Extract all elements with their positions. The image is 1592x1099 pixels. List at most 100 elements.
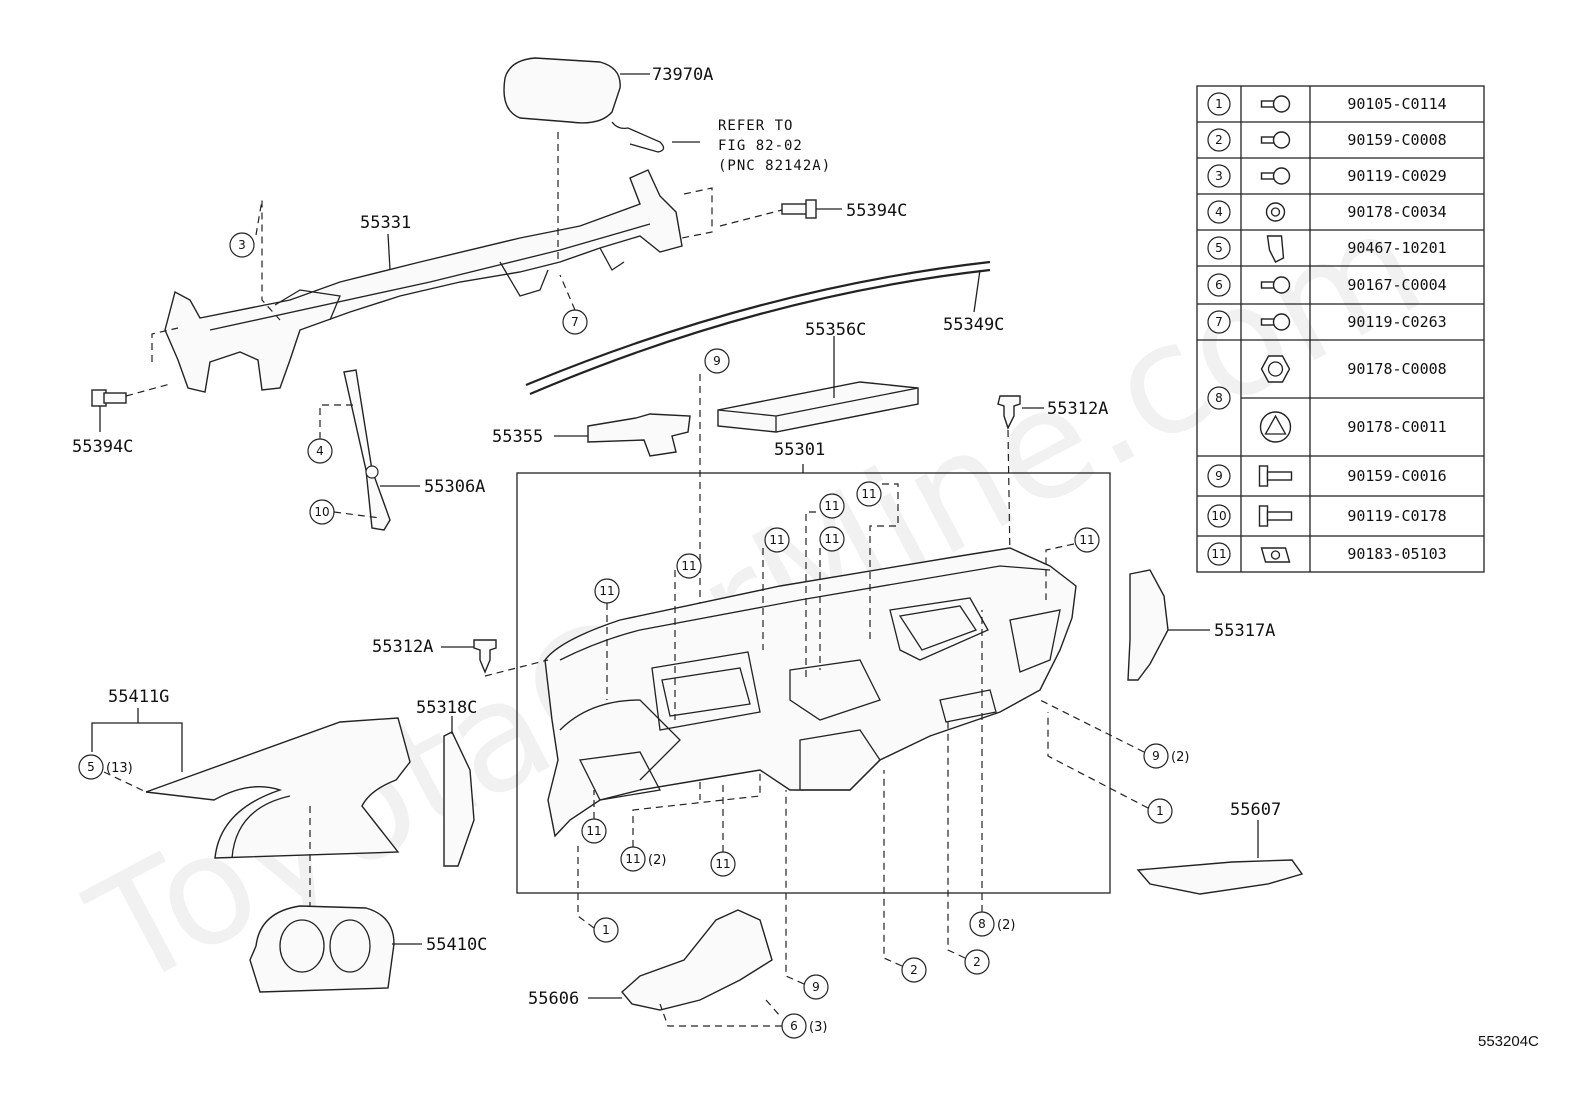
meter-hood-55410C bbox=[249, 905, 395, 993]
fastener-part-number: 90159-C0016 bbox=[1347, 467, 1446, 485]
instrument-panel-reinforcement bbox=[164, 169, 683, 393]
bolt-icon bbox=[1260, 167, 1291, 185]
panel-55607 bbox=[1136, 859, 1304, 895]
qty-6: (3) bbox=[809, 1020, 827, 1035]
svg-text:2: 2 bbox=[973, 955, 981, 969]
fastener-row: 2 90159-C0008 bbox=[1207, 128, 1447, 152]
svg-text:11: 11 bbox=[769, 533, 784, 547]
fastener-number: 6 bbox=[1215, 278, 1223, 292]
fastener-number: 4 bbox=[1215, 205, 1223, 219]
label-55306A: 55306A bbox=[424, 477, 485, 497]
diagram-code: 553204C bbox=[1478, 1033, 1539, 1050]
svg-text:9: 9 bbox=[812, 980, 820, 994]
bolt-side-icon bbox=[1258, 465, 1293, 487]
refer-note-line2: FIG 82-02 bbox=[718, 138, 803, 154]
nut-icon bbox=[1265, 202, 1286, 222]
svg-text:6: 6 bbox=[790, 1019, 798, 1033]
svg-text:9: 9 bbox=[1152, 749, 1160, 763]
fastener-row: 11 90183-05103 bbox=[1207, 542, 1447, 566]
panel-55606 bbox=[621, 909, 773, 1011]
fastener-part-number: 90467-10201 bbox=[1347, 239, 1446, 257]
clip-icon bbox=[1266, 235, 1285, 263]
qty-9: (2) bbox=[1171, 750, 1189, 765]
svg-text:11: 11 bbox=[586, 824, 601, 838]
strip-55349C bbox=[529, 268, 991, 396]
svg-text:11: 11 bbox=[681, 559, 696, 573]
label-55356C: 55356C bbox=[805, 320, 866, 340]
label-55607: 55607 bbox=[1230, 800, 1281, 820]
screw-icon bbox=[1260, 276, 1291, 294]
label-55394C-left: 55394C bbox=[72, 437, 133, 457]
svg-text:11: 11 bbox=[1079, 533, 1094, 547]
fastener-number: 7 bbox=[1215, 315, 1223, 329]
side-cover-55317A bbox=[1127, 569, 1169, 681]
airbag-assembly bbox=[503, 57, 700, 153]
svg-text:8: 8 bbox=[978, 917, 986, 931]
svg-text:1: 1 bbox=[602, 923, 610, 937]
qty-11: (2) bbox=[648, 853, 666, 868]
label-55355: 55355 bbox=[492, 427, 543, 447]
label-55317A: 55317A bbox=[1214, 621, 1275, 641]
fastener-number: 3 bbox=[1215, 169, 1223, 183]
bolt-icon bbox=[1260, 313, 1291, 331]
fastener-part-number: 90183-05103 bbox=[1347, 545, 1446, 563]
svg-text:11: 11 bbox=[824, 532, 839, 546]
svg-text:11: 11 bbox=[625, 852, 640, 866]
svg-text:11: 11 bbox=[599, 584, 614, 598]
fastener-row: 3 90119-C0029 bbox=[1207, 164, 1447, 188]
fastener-row: 7 90119-C0263 bbox=[1207, 310, 1447, 334]
bolt-icon bbox=[1260, 131, 1291, 149]
bolt-side-icon bbox=[1258, 505, 1293, 527]
label-55318C: 55318C bbox=[416, 698, 477, 718]
svg-text:7: 7 bbox=[571, 315, 579, 329]
label-73970A: 73970A bbox=[652, 65, 713, 85]
fastener-part-number: 90119-C0263 bbox=[1347, 313, 1446, 331]
instrument-panel-box bbox=[516, 472, 1111, 894]
fastener-number: 11 bbox=[1211, 547, 1226, 561]
bracket-55306A bbox=[343, 369, 391, 531]
fastener-part-number: 90167-C0004 bbox=[1347, 276, 1446, 294]
svg-text:9: 9 bbox=[713, 354, 721, 368]
instrument-panel-55301 bbox=[544, 547, 1077, 838]
fastener-number: 1 bbox=[1215, 97, 1223, 111]
triangle-nut-icon bbox=[1259, 411, 1292, 443]
svg-text:1: 1 bbox=[1156, 804, 1164, 818]
cluster-finish-55411G bbox=[145, 717, 411, 859]
svg-text:11: 11 bbox=[824, 499, 839, 513]
svg-text:4: 4 bbox=[316, 444, 324, 458]
bolt-55394C-top bbox=[781, 199, 842, 219]
svg-text:2: 2 bbox=[910, 963, 918, 977]
fastener-number: 2 bbox=[1215, 133, 1223, 147]
fastener-row: 9 90159-C0016 bbox=[1207, 464, 1447, 488]
label-55349C: 55349C bbox=[943, 315, 1004, 335]
label-55331: 55331 bbox=[360, 213, 411, 233]
label-55394C-top: 55394C bbox=[846, 201, 907, 221]
fastener-part-number: 90178-C0008 bbox=[1347, 360, 1446, 378]
fastener-row: 6 90167-C0004 bbox=[1207, 273, 1447, 297]
fastener-part-number: 90119-C0029 bbox=[1347, 167, 1446, 185]
label-55411G: 55411G bbox=[108, 687, 169, 707]
label-55312A-top: 55312A bbox=[1047, 399, 1108, 419]
label-55301: 55301 bbox=[774, 440, 825, 460]
qty-5: (13) bbox=[106, 761, 133, 776]
hex-nut-icon bbox=[1260, 355, 1291, 383]
svg-text:5: 5 bbox=[87, 760, 95, 774]
svg-text:10: 10 bbox=[314, 505, 329, 519]
clip-55312A-left bbox=[473, 639, 497, 674]
flange-bolt-icon bbox=[1260, 95, 1291, 113]
fastener-number: 9 bbox=[1215, 469, 1223, 483]
fastener-part-number: 90178-C0034 bbox=[1347, 203, 1446, 221]
label-55410C: 55410C bbox=[426, 935, 487, 955]
fastener-part-number: 90159-C0008 bbox=[1347, 131, 1446, 149]
refer-note-line3: (PNC 82142A) bbox=[718, 158, 831, 174]
bolt-55394C-left bbox=[91, 389, 127, 407]
callouts-11: 11 11 11 11 11 11 11 11 11 11 bbox=[581, 481, 1100, 877]
svg-text:3: 3 bbox=[238, 238, 246, 252]
fastener-number: 10 bbox=[1211, 509, 1226, 523]
label-55312A-left: 55312A bbox=[372, 637, 433, 657]
